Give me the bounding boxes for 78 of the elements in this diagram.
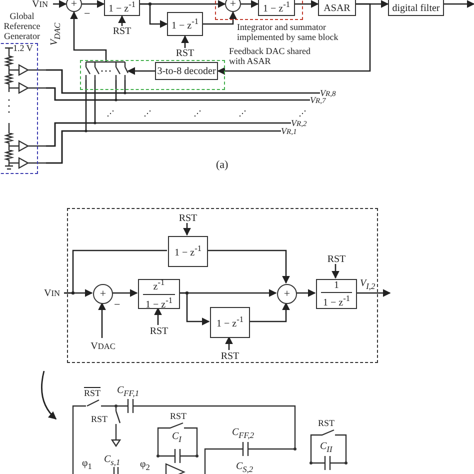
arrow <box>225 336 233 350</box>
numerator-text: z$^{-1}$ <box>153 278 165 292</box>
reset-label: RST <box>109 26 135 37</box>
arrow <box>203 11 237 25</box>
connector-line <box>64 250 167 294</box>
arrow <box>118 15 126 26</box>
decoder-box <box>155 62 218 80</box>
arrow <box>296 289 316 297</box>
block-text: 1 − z$^{-1}$ <box>174 244 202 259</box>
block-text: 1 − z$^{-1}$ <box>108 0 136 14</box>
arrow <box>332 264 340 279</box>
minus-sign: − <box>114 300 120 311</box>
block-text: 3-to-8 decoder <box>157 66 216 76</box>
denominator-text: 1 − z$^{-1}$ <box>322 294 350 308</box>
arrow <box>70 11 107 62</box>
dashed-group-box <box>67 208 378 363</box>
block-text: digital filter <box>392 3 440 14</box>
reset-label: RST <box>146 326 172 337</box>
reset-label: RST <box>318 419 335 428</box>
reset-label: RST <box>170 412 187 421</box>
block-text: 1 − z$^{-1}$ <box>216 315 244 330</box>
capacitor-label: C$_{FF,1}$ <box>117 386 140 398</box>
minus-sign: − <box>84 9 90 20</box>
connector-line <box>46 122 291 147</box>
block-text: 1 − z$^{-1}$ <box>262 0 290 14</box>
region-caption: Integrator and summator implemented by same block <box>237 22 340 42</box>
transfer-function-box <box>138 279 180 309</box>
reset-label: RST <box>91 415 108 424</box>
reset-label: RST <box>217 351 243 362</box>
reset-label: RST <box>324 254 350 265</box>
arrow <box>154 307 162 325</box>
summing-junction: + <box>277 284 297 304</box>
arrow <box>444 0 474 8</box>
block-text: ASAR <box>324 3 350 14</box>
connector-line <box>46 87 310 101</box>
arrow <box>183 223 191 236</box>
transfer-function-box <box>167 12 203 36</box>
capacitor-label: C$_{s,1}$ <box>104 455 120 468</box>
denominator-text: 1 − z$^{-1}$ <box>145 296 172 310</box>
arrow <box>241 0 259 8</box>
switch-array-icon <box>84 62 128 80</box>
arrow <box>207 250 290 284</box>
capacitor-label: C$_{S,2}$ <box>236 462 254 474</box>
arrow <box>98 302 106 338</box>
capacitor-label: C$_{II}$ <box>320 442 332 454</box>
arrow <box>82 0 105 8</box>
numerator-text: 1 <box>334 280 339 291</box>
arrow <box>140 0 226 8</box>
arrow <box>356 289 391 297</box>
phase-label: φ$_{2}$ <box>140 460 150 472</box>
arrow <box>181 35 189 48</box>
arrow <box>217 3 371 75</box>
capacitor-label: C$_{I}$ <box>172 432 182 444</box>
reset-label: RST <box>172 48 198 59</box>
reference-voltage-label: 1.2 V <box>13 44 33 53</box>
arrow <box>127 67 155 75</box>
arrow <box>53 0 67 8</box>
arrow <box>295 0 319 8</box>
edge-label: V$_{I,2}$ <box>360 279 376 292</box>
region-caption: Feedback DAC shared with ASAR <box>229 46 312 66</box>
transfer-function-box <box>168 236 208 267</box>
arrow <box>249 302 290 322</box>
block-text: 1 − z$^{-1}$ <box>171 16 198 32</box>
capacitor-label: C$_{FF,2}$ <box>232 428 254 440</box>
connector-line <box>46 69 320 94</box>
summing-junction: + <box>66 0 82 12</box>
arrow <box>112 289 138 297</box>
transfer-function-box <box>210 307 250 338</box>
reset-label: RST <box>175 213 201 224</box>
arrow <box>179 292 210 326</box>
region-caption: Global Reference Generator <box>2 11 42 41</box>
subfigure-label: (a) <box>216 160 228 171</box>
phase-label: φ$_{1}$ <box>82 459 92 472</box>
reset-bar-label: RST <box>84 389 101 398</box>
summing-junction: + <box>93 284 113 304</box>
transfer-function-box <box>316 279 357 309</box>
summing-junction: + <box>225 0 241 12</box>
connector-line <box>46 130 281 164</box>
